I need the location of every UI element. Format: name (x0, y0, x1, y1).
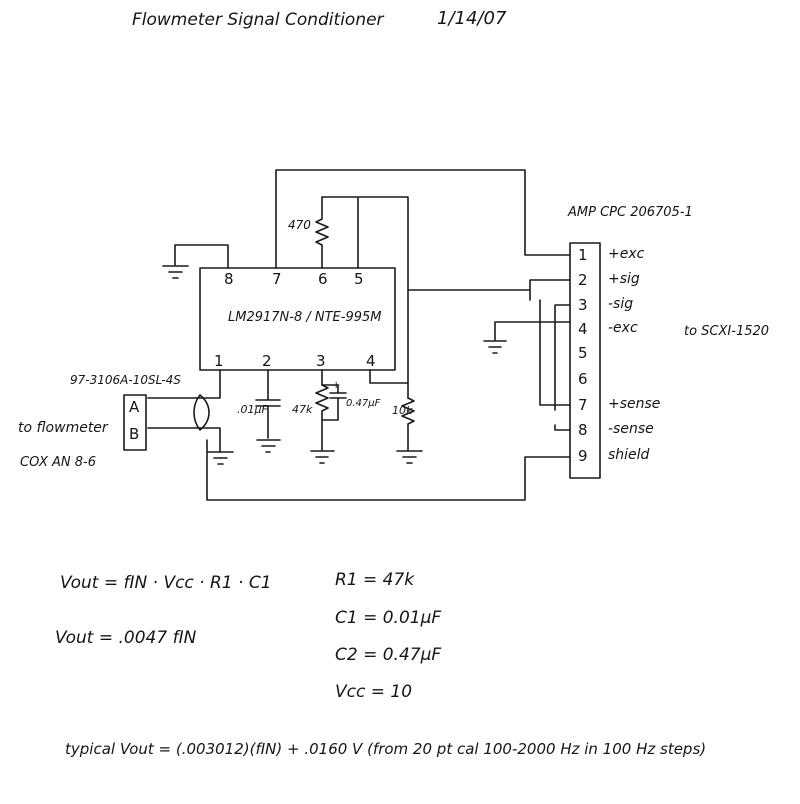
pin-label: -exc (608, 320, 638, 336)
wire-exc-ground (494, 321, 571, 341)
r1-value: R1 = 47k (335, 570, 415, 590)
pin-number: 9 (578, 447, 588, 465)
typical-vout: typical Vout = (.003012)(fIN) + .0160 V … (65, 740, 707, 758)
pin-number: 3 (578, 296, 588, 314)
r47k-label: 47k (292, 403, 313, 416)
ground-icon (207, 451, 234, 465)
cap-polarity: + (332, 380, 341, 391)
pin-number: 4 (578, 320, 588, 338)
ground-icon (310, 450, 335, 464)
flowmeter-label: to flowmeter (18, 420, 108, 436)
wire-minus-sense (554, 424, 571, 431)
ground-icon (483, 340, 507, 354)
ic-pin-1: 1 (214, 352, 224, 370)
output-pin-6: 6 (578, 370, 698, 396)
resistor-10k-icon (401, 397, 415, 451)
output-pin-9: 9 shield (578, 447, 698, 473)
output-pin-7: 7 +sense (578, 396, 698, 421)
ic-pin-4: 4 (366, 352, 376, 370)
wire-pin8-ground (174, 244, 229, 269)
ic-pin-3: 3 (316, 352, 326, 370)
ic-body (199, 267, 396, 371)
pin-label: -sense (608, 421, 654, 437)
destination-label: to SCXI-1520 (684, 324, 770, 339)
c01-label: .01µF (237, 403, 268, 416)
pin-number: 1 (578, 246, 588, 264)
ic-label: LM2917N-8 / NTE-995M (228, 310, 382, 325)
output-pin-1: 1 +exc (578, 246, 698, 271)
resistor-47k-icon (315, 369, 329, 451)
ic-pin-6: 6 (318, 270, 328, 288)
pin-label: shield (608, 447, 650, 463)
c1-value: C1 = 0.01µF (335, 608, 442, 628)
wire-minus-sig (554, 304, 571, 411)
output-pin-8: 8 -sense (578, 421, 698, 447)
input-pin-a: A (129, 398, 140, 416)
wire-shield (206, 439, 571, 501)
input-connector-part: 97-3106A-10SL-4S (70, 373, 181, 387)
wire-pin7-exc (275, 169, 571, 269)
ic-pin-2: 2 (262, 352, 272, 370)
output-pin-2: 2 +sig (578, 271, 698, 296)
date: 1/14/07 (437, 8, 507, 29)
c2-value: C2 = 0.47µF (335, 645, 442, 665)
ic-pin-5: 5 (354, 270, 364, 288)
c047-label: 0.47µF (346, 398, 381, 409)
pin-label: +sig (608, 271, 640, 287)
output-pin-5: 5 (578, 344, 698, 370)
output-connector-body (569, 242, 601, 479)
pin-number: 6 (578, 370, 588, 388)
wire-plus-sense (539, 299, 571, 406)
ic-pin-7: 7 (272, 270, 282, 288)
output-connector-part: AMP CPC 206705-1 (568, 205, 693, 220)
pin-label: -sig (608, 296, 634, 312)
wire-signal-a (147, 369, 221, 399)
input-connector-body (123, 394, 147, 451)
capacitor-01-icon (255, 369, 281, 453)
vcc-value: Vcc = 10 (335, 682, 413, 702)
vout-formula: Vout = fIN · Vcc · R1 · C1 (60, 573, 272, 593)
ground-icon (396, 450, 423, 464)
output-pin-3: 3 -sig (578, 296, 698, 320)
wire-pin4 (369, 369, 409, 384)
r470-label: 470 (288, 218, 311, 232)
flowmeter-model: COX AN 8-6 (20, 455, 96, 470)
ic-pin-8: 8 (224, 270, 234, 288)
page-title: Flowmeter Signal Conditioner (132, 10, 384, 30)
vout-simplified: Vout = .0047 fIN (55, 628, 197, 648)
ground-icon (162, 265, 189, 279)
capacitor-047-icon (321, 384, 347, 421)
pin-number: 7 (578, 396, 588, 414)
wire-pin5 (357, 196, 409, 399)
wire-sig (407, 279, 571, 301)
resistor-470-icon (315, 196, 329, 269)
pin-label: +sense (608, 396, 661, 412)
twisted-pair-icon (193, 394, 210, 431)
output-pin-list: 1 +exc 2 +sig 3 -sig 4 -exc 5 6 7 +sense 8 -se… (578, 246, 698, 473)
wire-signal-b (147, 427, 221, 453)
input-pin-b: B (129, 425, 140, 443)
r10k-label: 10k (392, 404, 413, 417)
pin-number: 2 (578, 271, 588, 289)
output-pin-4: 4 -exc (578, 320, 698, 344)
pin-number: 8 (578, 421, 588, 439)
pin-label: +exc (608, 246, 645, 262)
pin-number: 5 (578, 344, 588, 362)
